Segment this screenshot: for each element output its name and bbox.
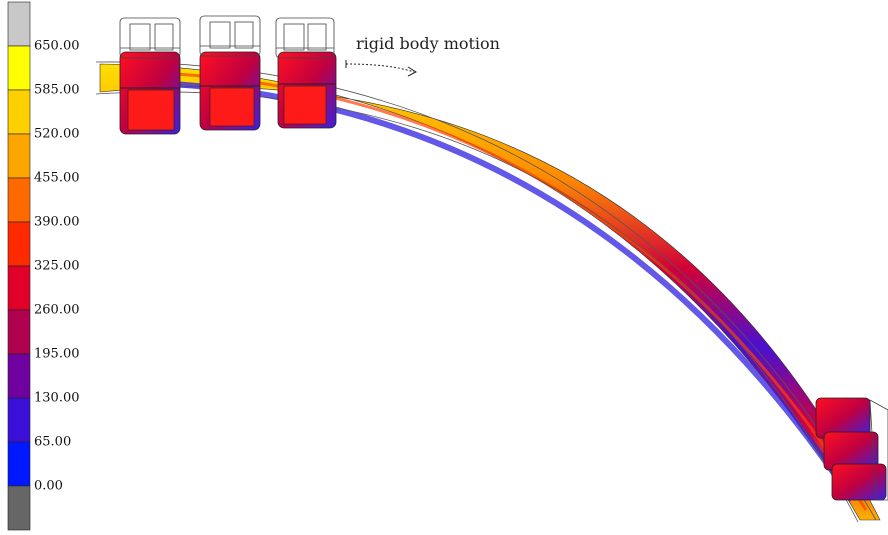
- colorbar-tick-650: 650.00: [34, 38, 80, 54]
- left-clamp-wireframes: [119, 15, 335, 59]
- colorbar-tick-325: 325.00: [34, 258, 80, 274]
- colorbar-tick-585: 585.00: [34, 82, 80, 98]
- undeformed-outline: [95, 61, 877, 521]
- colorbar-segment: [7, 485, 31, 531]
- left-clamp-1: [119, 51, 181, 135]
- left-clamp-3: [277, 51, 337, 129]
- pipe-mid-band: [119, 70, 868, 511]
- colorbar-tick-65: 65.00: [34, 434, 72, 450]
- left-clamp-2: [199, 51, 261, 131]
- rigid-motion-arrow: [345, 60, 418, 77]
- colorbar-tick-390: 390.00: [34, 214, 80, 230]
- colorbar-tick-195: 195.00: [34, 346, 80, 362]
- colorbar-tick-260: 260.00: [34, 302, 80, 318]
- rigid-body-motion-label: rigid body motion: [356, 34, 500, 53]
- pipe-body: [99, 63, 881, 521]
- right-clamps: [815, 397, 888, 501]
- undeformed-outline-inner: [95, 91, 859, 523]
- colorbar-tick-520: 520.00: [34, 126, 80, 142]
- colorbar-tick-0: 0.00: [34, 478, 63, 494]
- colorbar-tick-130: 130.00: [34, 390, 80, 406]
- colorbar-tick-455: 455.00: [34, 170, 80, 186]
